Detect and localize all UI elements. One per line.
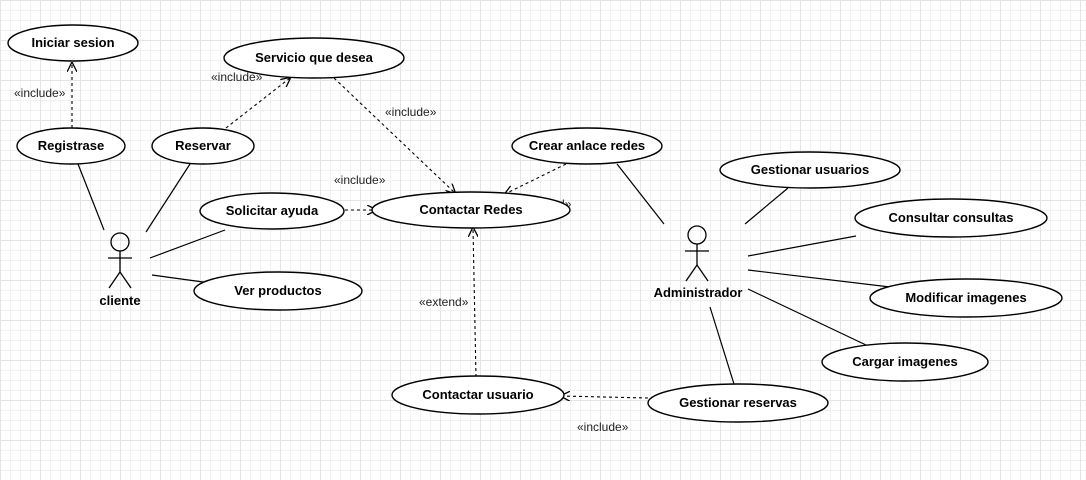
- stereotype-include-servicio: «include»: [385, 105, 437, 119]
- use-case-gestionar-usuarios[interactable]: Gestionar usuarios: [719, 151, 901, 189]
- use-case-label: Gestionar usuarios: [751, 162, 869, 177]
- use-case-label: Ver productos: [234, 283, 321, 298]
- use-case-contactar-redes[interactable]: Contactar Redes: [371, 191, 571, 229]
- use-case-cargar-imagenes[interactable]: Cargar imagenes: [821, 342, 989, 382]
- use-case-iniciar-sesion[interactable]: Iniciar sesion: [7, 24, 139, 62]
- assoc-gestionar-usuarios-admin: [744, 187, 789, 225]
- actor-administrador[interactable]: Administrador: [654, 225, 743, 300]
- use-case-ver-productos[interactable]: Ver productos: [193, 271, 363, 311]
- assoc-cargar-admin: [747, 288, 867, 346]
- assoc-consultar-admin: [747, 235, 857, 257]
- actor-figure-icon: [685, 225, 709, 282]
- include-reservar-servicio: [225, 78, 290, 129]
- use-case-label: Iniciar sesion: [31, 35, 114, 50]
- use-case-label: Solicitar ayuda: [226, 203, 319, 218]
- use-case-contactar-usuario[interactable]: Contactar usuario: [391, 375, 565, 415]
- assoc-crear-enlace-admin: [616, 163, 665, 225]
- actor-label: Administrador: [654, 285, 743, 300]
- use-case-registrase[interactable]: Registrase: [16, 127, 126, 165]
- use-case-label: Registrase: [38, 138, 104, 153]
- use-case-label: Cargar imagenes: [852, 354, 958, 369]
- use-case-consultar-consultas[interactable]: Consultar consultas: [854, 198, 1048, 238]
- stereotype-extend-contactar-usuario: «extend»: [419, 295, 469, 309]
- assoc-registrase-cliente: [77, 163, 105, 231]
- stereotype-include-registrase: «include»: [14, 86, 66, 100]
- use-case-label: Crear anlace redes: [529, 138, 645, 153]
- assoc-modificar-admin: [747, 269, 891, 288]
- assoc-gestionar-reservas-admin: [709, 306, 735, 385]
- use-case-gestionar-reservas[interactable]: Gestionar reservas: [647, 383, 829, 423]
- use-case-reservar[interactable]: Reservar: [151, 127, 255, 165]
- assoc-solicitar-cliente: [149, 229, 226, 259]
- extend-contactar-usuario-contactar-redes: [473, 228, 476, 378]
- use-case-label: Servicio que desea: [255, 50, 374, 65]
- use-case-modificar-imagenes[interactable]: Modificar imagenes: [869, 278, 1063, 318]
- actor-cliente[interactable]: cliente: [99, 232, 141, 308]
- use-case-solicitar-ayuda[interactable]: Solicitar ayuda: [199, 192, 345, 230]
- actor-label: cliente: [99, 293, 140, 308]
- use-case-crear-enlace-redes[interactable]: Crear anlace redes: [511, 127, 663, 165]
- use-case-label: Contactar usuario: [422, 387, 533, 402]
- stereotype-include-reservar: «include»: [211, 70, 263, 84]
- use-case-servicio-que-desea[interactable]: Servicio que desea: [223, 37, 405, 79]
- extend-crear-enlace-contactar-redes: [505, 163, 567, 194]
- use-case-label: Consultar consultas: [889, 210, 1014, 225]
- include-gestionar-reservas-contactar-usuario: [561, 396, 649, 398]
- stereotype-include-gestionar-reservas: «include»: [577, 420, 629, 434]
- use-case-label: Gestionar reservas: [679, 395, 797, 410]
- actor-figure-icon: [108, 232, 132, 289]
- assoc-reservar-cliente: [145, 163, 191, 233]
- use-case-label: Reservar: [175, 138, 231, 153]
- use-case-label: Contactar Redes: [419, 202, 522, 217]
- include-servicio-contactar-redes: [333, 77, 455, 193]
- stereotype-include-solicitar: «include»: [334, 173, 386, 187]
- use-case-label: Modificar imagenes: [905, 290, 1026, 305]
